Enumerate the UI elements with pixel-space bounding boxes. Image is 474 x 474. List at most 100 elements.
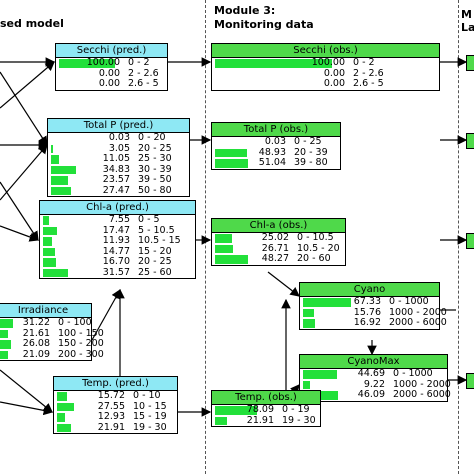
- probability-bar: [59, 59, 115, 68]
- arrow-chla-cyano: [267, 271, 300, 297]
- node-right-stub-3[interactable]: [466, 233, 474, 249]
- module-header-left: sed model: [0, 17, 64, 30]
- probability-value: 31.22: [22, 317, 50, 328]
- state-row: 48.93 20 - 39: [212, 146, 340, 159]
- state-range: 15 - 20: [138, 245, 172, 257]
- node-right-stub-2[interactable]: [466, 133, 474, 149]
- probability-bar: [51, 144, 54, 153]
- probability-bar: [215, 59, 332, 68]
- state-range: 2000 - 6000: [389, 317, 447, 328]
- probability-bar: [215, 244, 234, 253]
- state-range: 0 - 1000: [389, 296, 429, 307]
- node-title: Total P (obs.): [212, 123, 340, 137]
- probability-value: 7.55: [108, 214, 130, 225]
- probability-value: 17.47: [102, 224, 130, 236]
- probability-bar: [51, 155, 59, 164]
- node-title: Temp. (pred.): [54, 377, 177, 391]
- module-header-mid-line2: Monitoring data: [214, 18, 314, 31]
- probability-value: 0.03: [264, 136, 286, 147]
- state-range: 150 - 200: [58, 338, 104, 349]
- state-range: 0 - 10.5: [297, 232, 334, 243]
- state-row: 16.70 20 - 25: [40, 256, 195, 268]
- state-range: 25 - 30: [138, 153, 172, 164]
- state-range: 20 - 25: [138, 142, 172, 154]
- arrow-in-totalp-3: [0, 144, 48, 201]
- probability-value: 51.04: [258, 157, 286, 168]
- probability-bar: [0, 329, 9, 338]
- probability-bar: [43, 216, 49, 225]
- probability-bar: [303, 298, 351, 307]
- state-range: 2.6 - 5: [128, 78, 159, 89]
- probability-value: 67.33: [353, 296, 381, 307]
- state-range: 2 - 2.6: [353, 67, 384, 79]
- state-range: 20 - 25: [138, 256, 172, 267]
- node-title: Irradiance: [0, 304, 91, 318]
- probability-value: 11.05: [102, 153, 130, 164]
- probability-value: 78.09: [246, 404, 274, 415]
- state-range: 20 - 60: [297, 253, 331, 264]
- state-range: 2000 - 6000: [393, 389, 451, 400]
- arrow-in-temp-1: [0, 369, 53, 413]
- probability-bar: [215, 234, 232, 243]
- module-header-mid-line1: Module 3:: [214, 4, 276, 17]
- probability-bar: [43, 268, 68, 277]
- probability-value: 48.93: [258, 146, 286, 158]
- state-range: 50 - 80: [138, 184, 172, 196]
- state-range: 0 - 2: [128, 57, 150, 68]
- probability-bar: [0, 340, 11, 349]
- probability-bar: [303, 380, 310, 389]
- node-right-stub-1[interactable]: [466, 55, 474, 71]
- probability-value: 15.72: [97, 390, 125, 401]
- probability-bar: [303, 308, 315, 317]
- probability-value: 26.08: [22, 338, 50, 349]
- state-range: 0 - 25: [294, 136, 322, 147]
- state-range: 1000 - 2000: [393, 378, 451, 390]
- state-range: 20 - 39: [294, 146, 328, 158]
- node-title: Chl-a (obs.): [212, 219, 345, 233]
- state-row: 11.05 25 - 30: [48, 153, 189, 165]
- state-row: 67.33 0 - 1000: [300, 296, 439, 308]
- node-title: Chl-a (pred.): [40, 201, 195, 215]
- state-range: 1000 - 2000: [389, 306, 447, 318]
- state-range: 0 - 10: [133, 390, 161, 401]
- node-title: Total P (pred.): [48, 119, 189, 133]
- probability-bar: [215, 416, 227, 425]
- node-title: Temp. (obs.): [212, 391, 320, 405]
- probability-value: 27.55: [97, 400, 125, 412]
- node-right-stub-4[interactable]: [466, 373, 474, 389]
- probability-value: 16.70: [102, 256, 130, 267]
- state-range: 2.6 - 5: [353, 78, 384, 89]
- node-totalp-obs[interactable]: Total P (obs.) 0.03 0 - 25 48.93 20 - 39 51.…: [211, 122, 341, 170]
- probability-bar: [215, 148, 247, 157]
- probability-bar: [51, 165, 77, 174]
- probability-bar: [43, 247, 55, 256]
- state-range: 39 - 80: [294, 157, 328, 168]
